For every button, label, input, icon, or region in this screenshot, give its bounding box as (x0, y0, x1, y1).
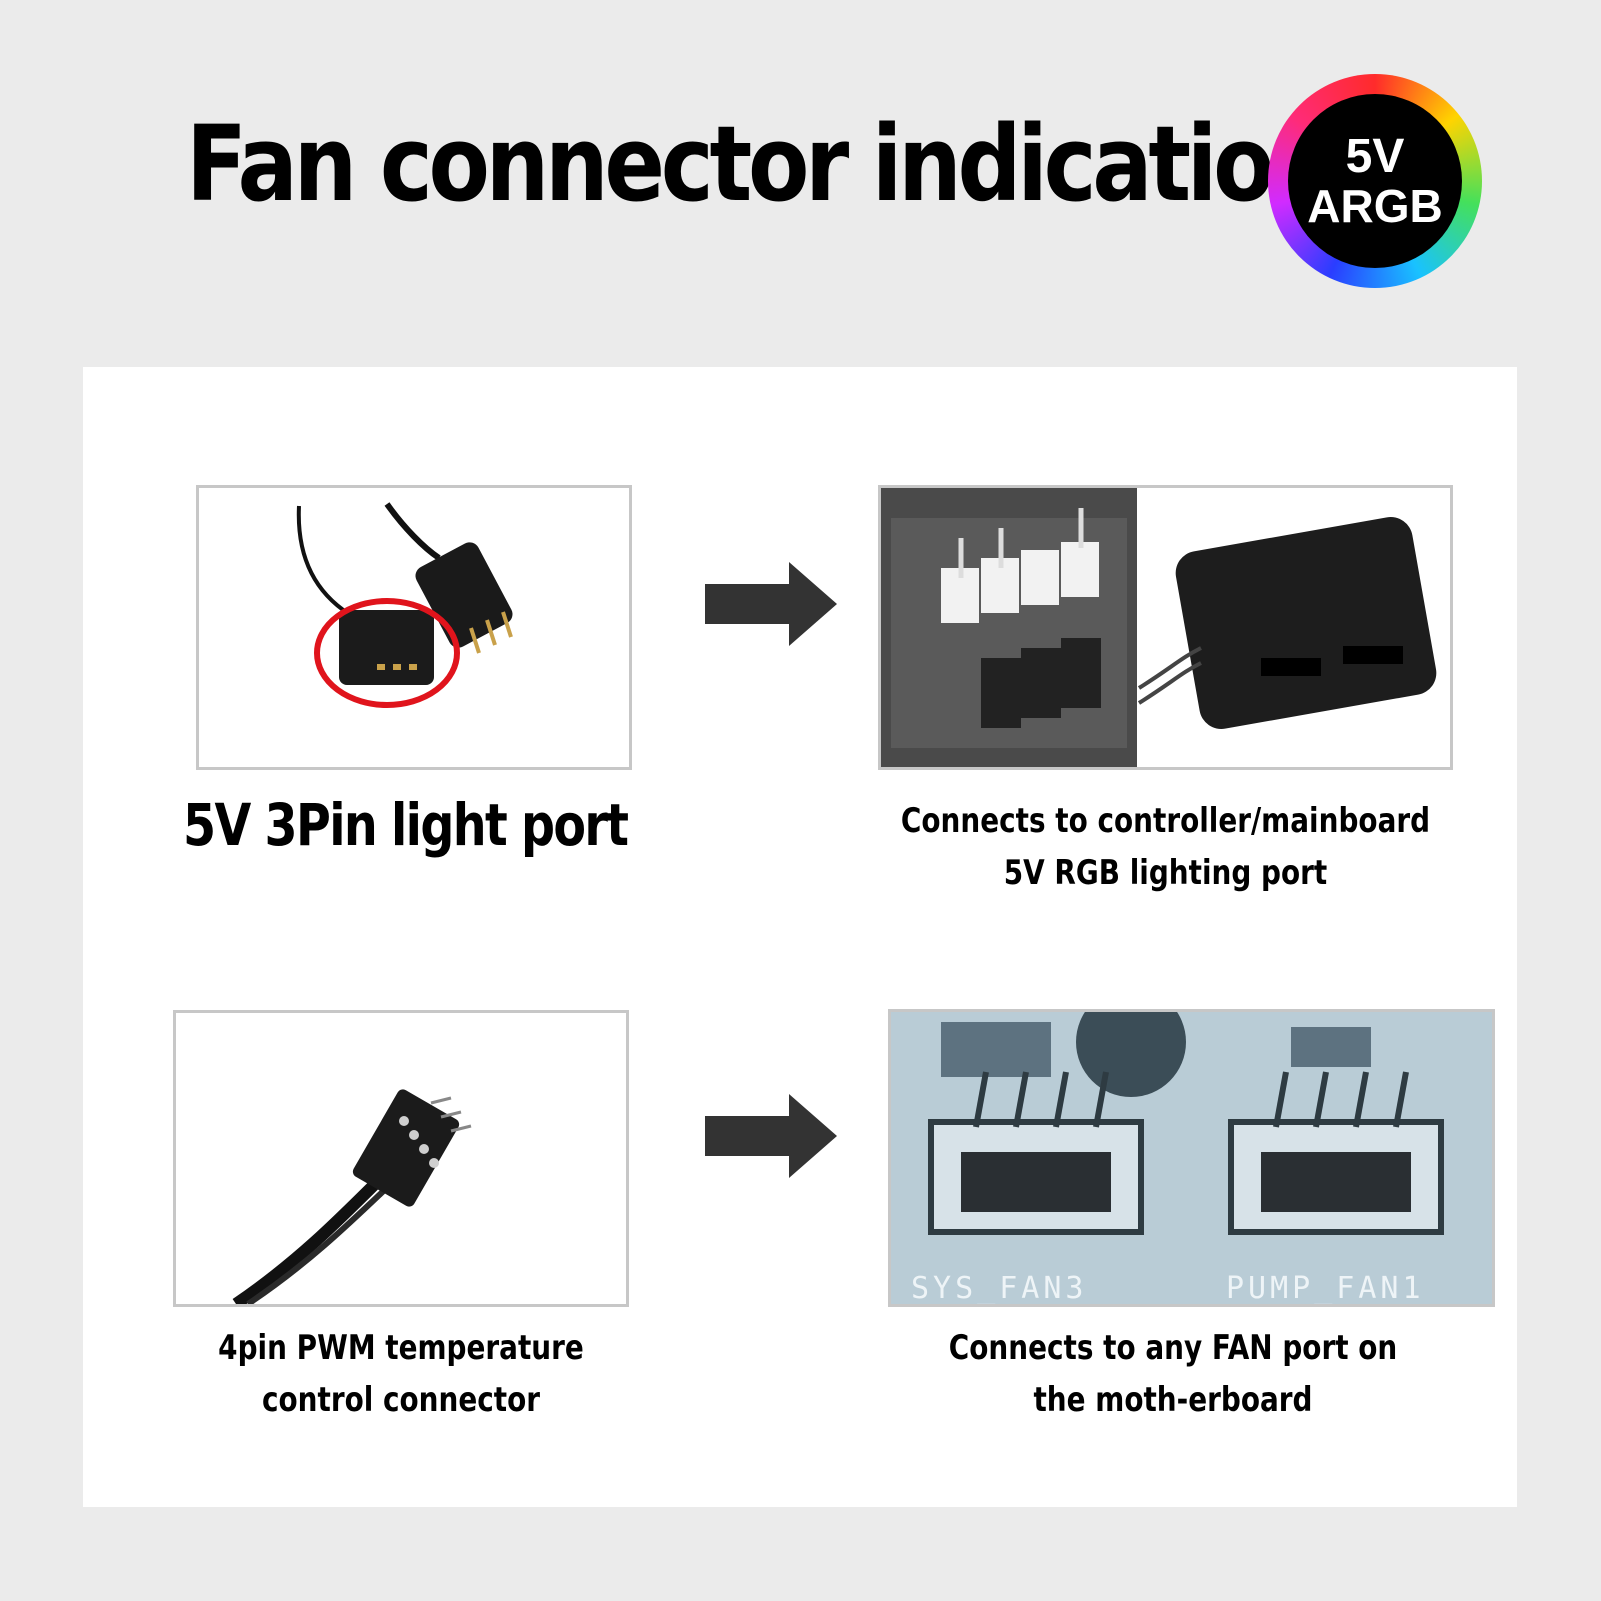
page-title: Fan connector indication (186, 103, 1334, 225)
arrow-right-icon (705, 562, 837, 646)
connector-4pin-image (173, 1010, 629, 1307)
argb-badge: 5V ARGB (1268, 74, 1482, 288)
board-label-sys-fan: SYS_FAN3 (911, 1271, 1088, 1304)
argb-ring-icon: 5V ARGB (1288, 94, 1462, 268)
arrow-right-icon (705, 1094, 837, 1178)
rgb-header-controller-image (878, 485, 1453, 770)
fan-header-board-image: SYS_FAN3 PUMP_FAN1 (888, 1009, 1495, 1307)
board-label-pump-fan: PUMP_FAN1 (1226, 1271, 1425, 1304)
content-panel: 5V 3Pin light port Connects to controlle… (83, 367, 1517, 1507)
caption-4pin-pwm: 4pin PWM temperature control connector (218, 1328, 584, 1420)
badge-type: ARGB (1307, 180, 1443, 233)
caption-fan-connection: Connects to any FAN port on the moth-erb… (948, 1328, 1398, 1420)
caption-rgb-connection: Connects to controller/mainboard 5V RGB … (900, 801, 1431, 893)
connector-3pin-image (196, 485, 632, 770)
badge-voltage: 5V (1345, 129, 1405, 183)
caption-3pin-port: 5V 3Pin light port (183, 791, 629, 859)
